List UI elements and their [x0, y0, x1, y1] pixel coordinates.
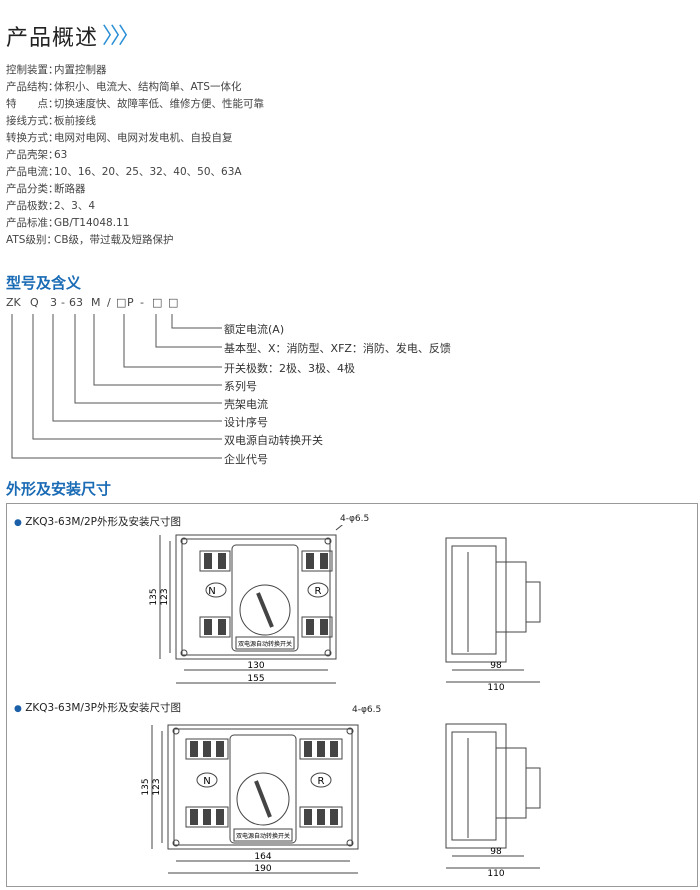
spec-label: 产品极数： — [6, 200, 59, 212]
figure-caption: ● ZKQ3-63M/3P外形及安装尺寸图 — [14, 700, 181, 715]
spec-row: 产品结构：体积小、电流大、结构简单、ATS一体化 — [6, 79, 241, 94]
spec-label: 产品电流： — [6, 166, 59, 178]
spec-row: ATS级别：CB级，带过载及短路保护 — [6, 232, 174, 247]
code-part: □ — [116, 296, 127, 309]
spec-label: 产品分类： — [6, 183, 59, 195]
code-part: 3 — [50, 296, 57, 309]
spec-row: 产品标准：GB/T14048.11 — [6, 215, 129, 230]
dim-depth-outer: 110 — [487, 683, 504, 692]
spec-value: 切换速度快、故障率低、维修方便、性能可靠 — [54, 98, 264, 110]
side-view-2p: 98 110 — [445, 537, 541, 692]
spec-row: 产品极数：2、3、4 — [6, 198, 95, 213]
spec-value: 2、3、4 — [54, 200, 96, 212]
source-n-label: N — [208, 586, 215, 597]
side-view-3p: 98 110 — [445, 723, 541, 878]
spec-row: 控制装置：内置控制器 — [6, 62, 107, 77]
code-part: - — [61, 296, 65, 309]
spec-value: 内置控制器 — [54, 64, 107, 76]
model-title: 型号及含义 — [6, 274, 82, 292]
meaning-row: 开关极数：2极、3极、4极 — [224, 362, 355, 375]
spec-label: 特 点： — [6, 98, 59, 110]
code-part: M — [91, 296, 101, 309]
dim-height-outer: 135 — [141, 778, 151, 795]
chevron-icon: 〉〉〉 — [102, 24, 140, 49]
panel-text: 双电源自动转换开关 — [238, 640, 292, 648]
spec-value: 63 — [54, 149, 68, 161]
front-view-2p: N R 双电源自动转换开关 135 123 130 155 — [149, 525, 343, 684]
meaning-row: 系列号 — [224, 380, 257, 393]
spec-value: 断路器 — [54, 183, 86, 195]
meaning-row: 基本型、X：消防型、XFZ：消防、发电、反馈 — [224, 342, 451, 355]
spec-row: 产品电流：10、16、20、25、32、40、50、63A — [6, 164, 242, 179]
meaning-row: 壳架电流 — [224, 398, 268, 411]
spec-label: 转换方式： — [6, 132, 59, 144]
meaning-row: 双电源自动转换开关 — [224, 434, 323, 447]
source-r-label: R — [318, 776, 325, 787]
figure-caption-text: ZKQ3-63M/2P外形及安装尺寸图 — [25, 516, 181, 528]
meaning-row: 企业代号 — [224, 453, 268, 466]
dim-depth-outer: 110 — [487, 869, 504, 878]
dimension-drawings-panel — [6, 503, 698, 887]
spec-value: 板前接线 — [54, 115, 96, 127]
dim-width-inner: 130 — [247, 661, 264, 671]
spec-label: 产品壳架： — [6, 149, 59, 161]
spec-value: GB/T14048.11 — [54, 217, 130, 229]
spec-label: 接线方式： — [6, 115, 59, 127]
code-part: ZK — [6, 296, 21, 309]
spec-row: 产品分类：断路器 — [6, 181, 86, 196]
dim-width-outer: 190 — [254, 864, 271, 874]
bullet-icon: ● — [14, 704, 22, 714]
dim-height-inner: 123 — [160, 588, 170, 605]
spec-row: 转换方式：电网对电网、电网对发电机、自投自复 — [6, 130, 233, 145]
code-part: □ — [152, 296, 163, 309]
front-view-3p: N R 双电源自动转换开关 135 123 164 190 — [141, 724, 359, 874]
code-part: 63 — [69, 296, 83, 309]
spec-row: 特 点：切换速度快、故障率低、维修方便、性能可靠 — [6, 96, 264, 111]
model-code: ZK Q 3 - 63 M / □ P - □ □ — [6, 296, 206, 310]
meaning-row: 额定电流(A) — [224, 323, 285, 336]
meaning-row: 设计序号 — [224, 416, 268, 429]
code-part: - — [140, 296, 144, 309]
source-r-label: R — [315, 586, 322, 597]
dim-depth-inner: 98 — [490, 661, 502, 671]
dim-depth-inner: 98 — [490, 847, 502, 857]
spec-value: 10、16、20、25、32、40、50、63A — [54, 166, 242, 178]
bullet-icon: ● — [14, 518, 22, 528]
spec-value: 电网对电网、电网对发电机、自投自复 — [54, 132, 233, 144]
dim-width-outer: 155 — [247, 674, 264, 684]
model-leader-lines — [11, 314, 222, 459]
spec-value: CB级，带过载及短路保护 — [54, 234, 174, 246]
dim-width-inner: 164 — [254, 852, 271, 862]
code-part: Q — [30, 296, 39, 309]
spec-row: 产品壳架：63 — [6, 147, 67, 162]
dim-height-outer: 135 — [149, 588, 159, 605]
spec-label: 产品结构： — [6, 81, 59, 93]
panel-text: 双电源自动转换开关 — [236, 832, 290, 840]
spec-label: ATS级别： — [6, 234, 57, 246]
dimensions-title: 外形及安装尺寸 — [6, 480, 112, 498]
code-part: P — [127, 296, 134, 309]
overview-title: 产品概述 — [6, 26, 99, 51]
spec-label: 产品标准： — [6, 217, 59, 229]
figure-caption-text: ZKQ3-63M/3P外形及安装尺寸图 — [25, 702, 181, 714]
spec-row: 接线方式：板前接线 — [6, 113, 96, 128]
source-n-label: N — [203, 776, 210, 787]
hole-note: 4-φ6.5 — [340, 514, 370, 524]
spec-label: 控制装置： — [6, 64, 59, 76]
hole-note: 4-φ6.5 — [352, 705, 382, 715]
spec-value: 体积小、电流大、结构简单、ATS一体化 — [54, 81, 242, 93]
dim-height-inner: 123 — [152, 778, 162, 795]
code-part: □ — [168, 296, 179, 309]
code-part: / — [107, 296, 111, 309]
figure-caption: ● ZKQ3-63M/2P外形及安装尺寸图 — [14, 514, 181, 529]
